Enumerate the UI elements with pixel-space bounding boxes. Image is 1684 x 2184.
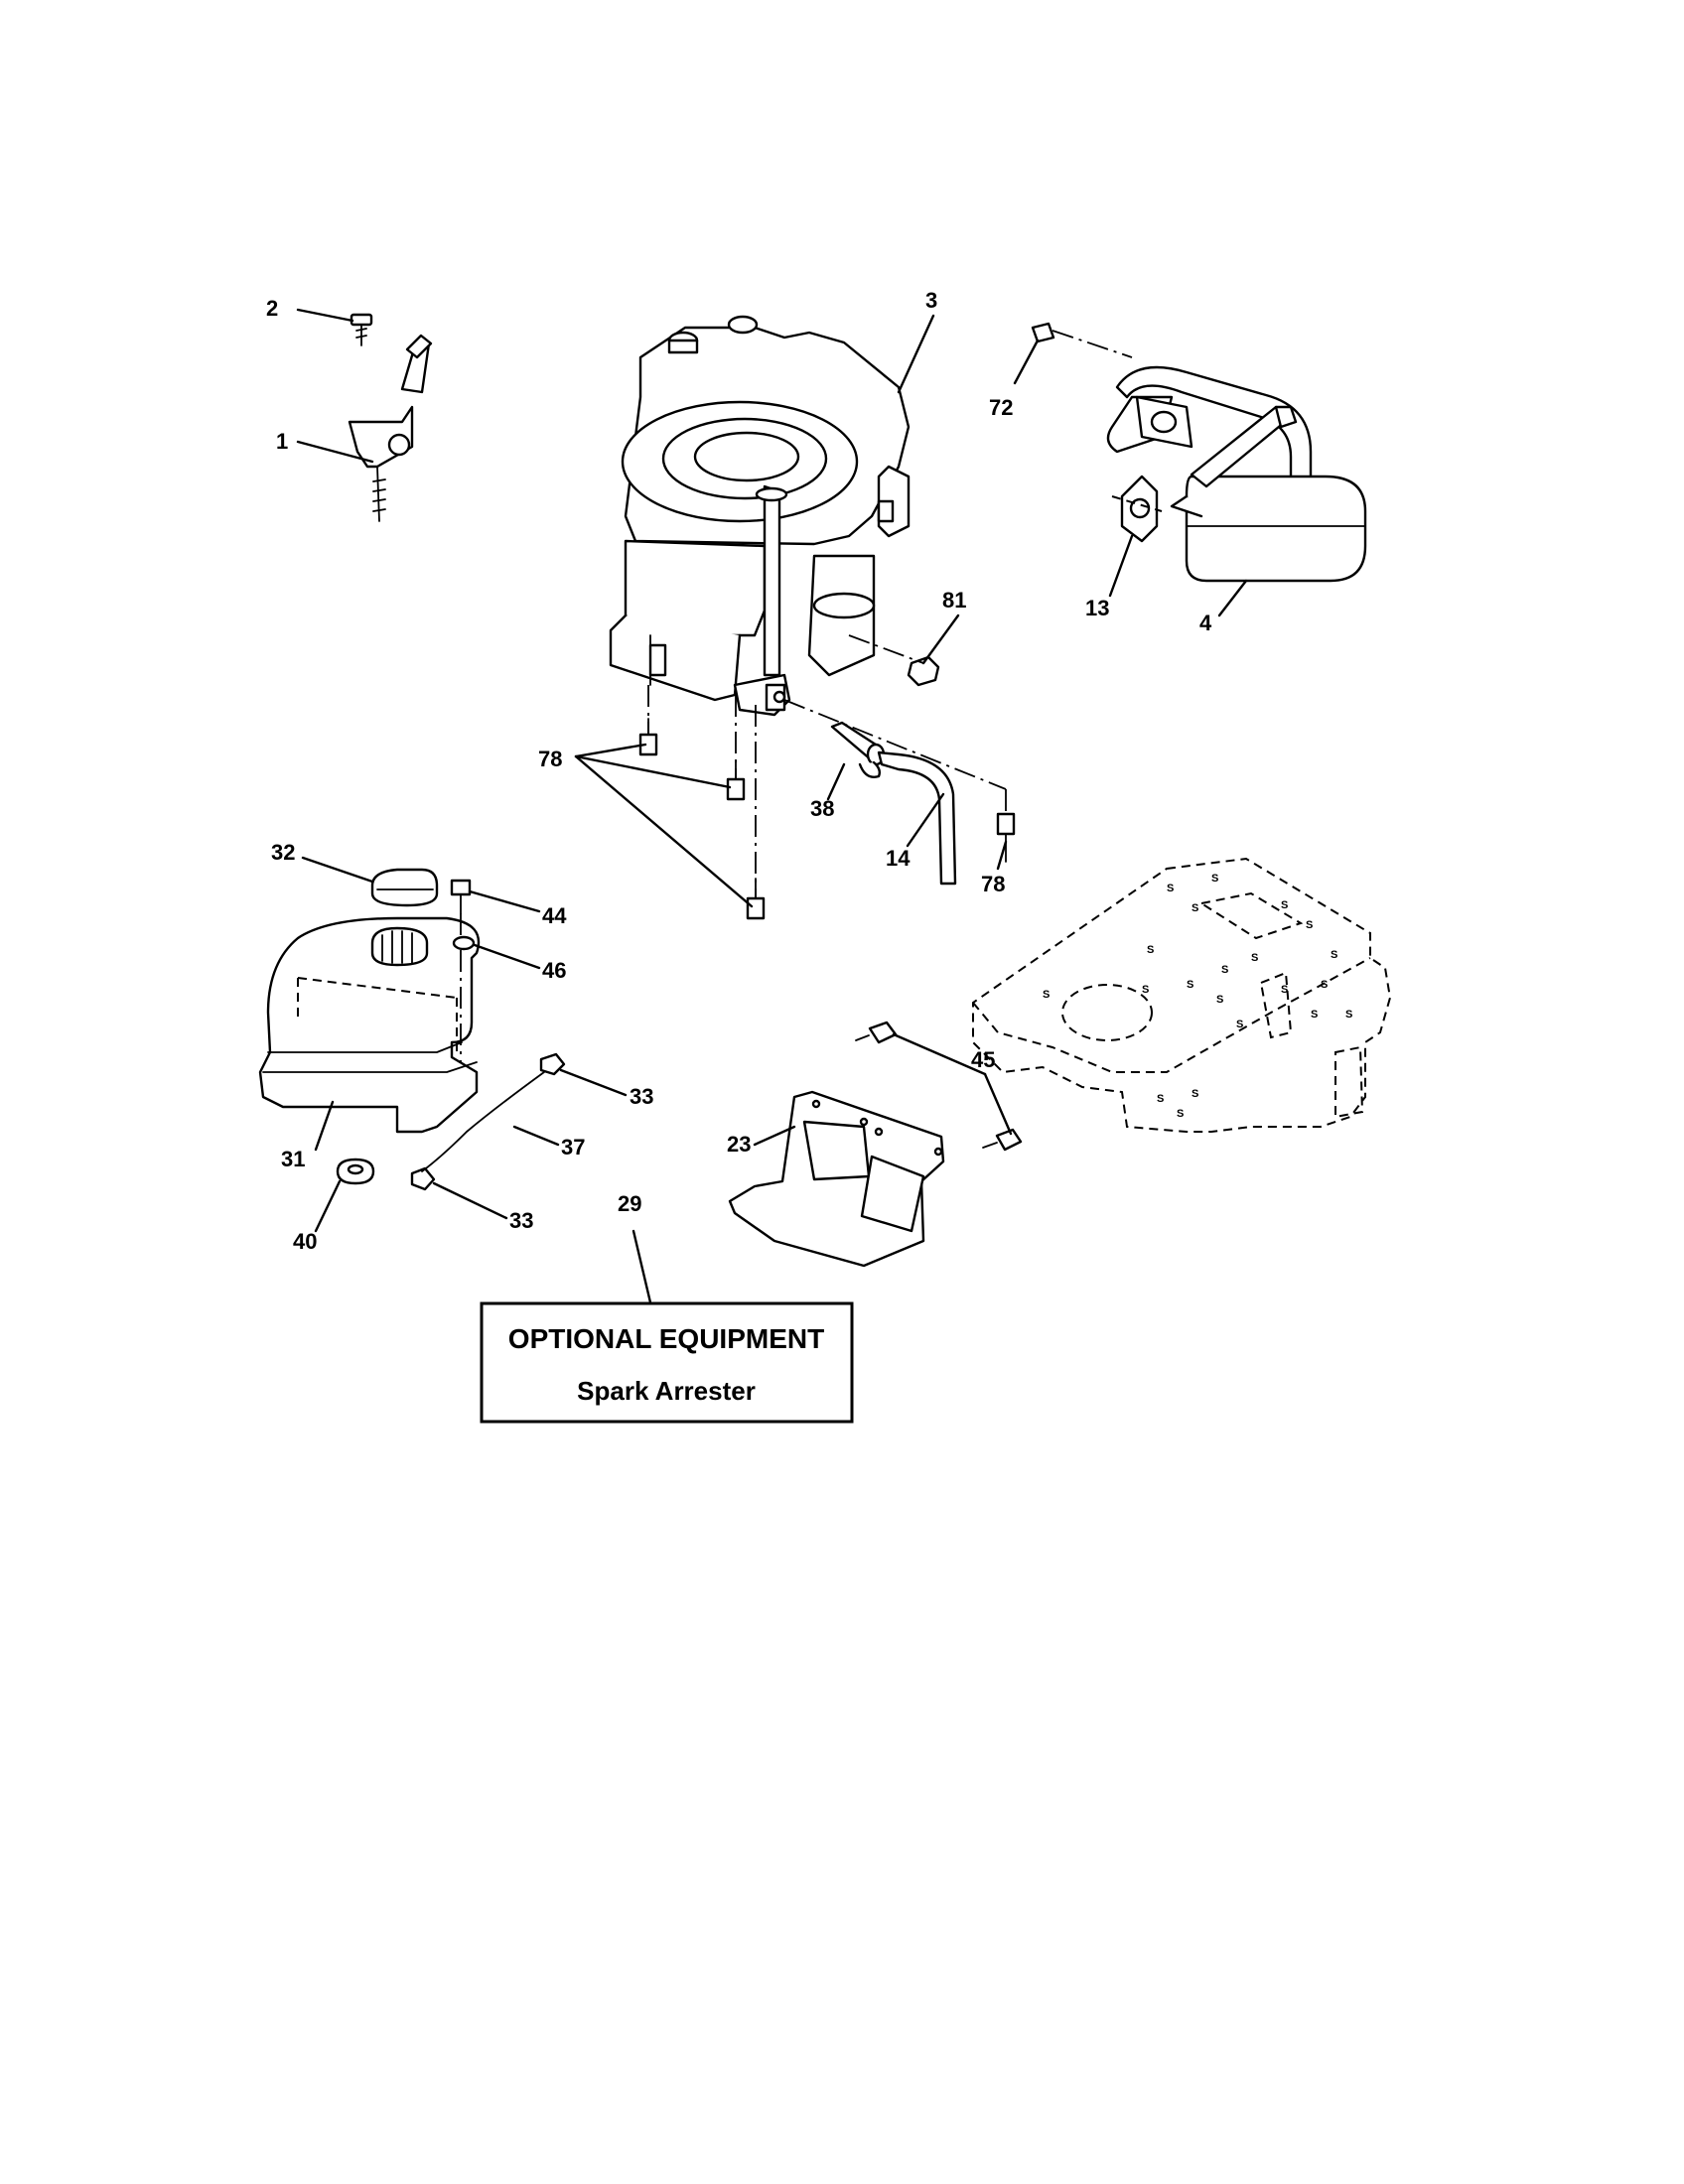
spark-arrester-23 xyxy=(728,1090,945,1268)
svg-text:S: S xyxy=(1281,984,1288,996)
optional-equipment-box: OPTIONAL EQUIPMENT Spark Arrester xyxy=(480,1301,854,1424)
callout-leaders xyxy=(296,308,1248,1304)
svg-text:S: S xyxy=(1306,919,1313,931)
screw-45-b xyxy=(995,1128,1023,1152)
bolt-78-c xyxy=(746,896,766,920)
svg-text:S: S xyxy=(1192,902,1198,914)
bolt-72 xyxy=(1031,322,1055,343)
svg-text:S: S xyxy=(1251,952,1258,964)
callout-40: 40 xyxy=(293,1229,317,1254)
svg-text:S: S xyxy=(1321,979,1328,991)
callout-14: 14 xyxy=(886,846,911,871)
svg-text:S: S xyxy=(1331,949,1337,961)
tractor-frame-reference: S S S S S S S S S S S S S S S S S S S S … xyxy=(972,857,1392,1133)
svg-text:S: S xyxy=(1311,1009,1318,1021)
clamp-33-bottom xyxy=(410,1166,436,1191)
svg-text:S: S xyxy=(1211,873,1218,885)
screw-45-a xyxy=(868,1021,898,1044)
callout-31: 31 xyxy=(281,1147,305,1171)
callout-78-right: 78 xyxy=(981,872,1005,896)
callout-numbers: 2 1 3 72 13 4 81 78 38 14 78 32 44 46 33… xyxy=(266,288,1212,1254)
optional-equipment-subtitle: Spark Arrester xyxy=(577,1376,756,1406)
svg-text:S: S xyxy=(1167,883,1174,894)
engine-part xyxy=(609,315,911,717)
muffler-part xyxy=(1031,322,1367,583)
fuel-line-14 xyxy=(877,751,957,886)
callout-46: 46 xyxy=(542,958,566,983)
engine-bolts-78 xyxy=(638,634,1016,920)
svg-text:S: S xyxy=(1236,1019,1243,1030)
callout-1: 1 xyxy=(276,429,288,454)
callout-81: 81 xyxy=(942,588,966,613)
callout-3: 3 xyxy=(925,288,937,313)
svg-text:S: S xyxy=(1177,1108,1184,1120)
fuel-cap-32 xyxy=(370,868,439,907)
exhaust-pipe xyxy=(1115,365,1313,533)
callout-78-left: 78 xyxy=(538,747,562,771)
svg-text:S: S xyxy=(1216,994,1223,1006)
dipstick-tube xyxy=(763,484,781,677)
washer-46 xyxy=(452,935,476,951)
svg-text:S: S xyxy=(1142,984,1149,996)
fuel-tank-31 xyxy=(258,916,481,1134)
optional-equipment-title: OPTIONAL EQUIPMENT xyxy=(508,1323,824,1354)
callout-23: 23 xyxy=(727,1132,751,1157)
callout-13: 13 xyxy=(1085,596,1109,620)
callout-33-bottom: 33 xyxy=(509,1208,533,1233)
bolt-78-d xyxy=(996,812,1016,836)
callout-37: 37 xyxy=(561,1135,585,1160)
svg-text:S: S xyxy=(1043,989,1050,1001)
callout-72: 72 xyxy=(989,395,1013,420)
svg-text:S: S xyxy=(1221,964,1228,976)
callout-45: 45 xyxy=(971,1047,995,1072)
callout-33-top: 33 xyxy=(630,1084,653,1109)
callout-29: 29 xyxy=(618,1191,641,1216)
muffler-bracket xyxy=(1190,405,1293,488)
callout-4: 4 xyxy=(1199,611,1212,635)
muffler-body xyxy=(1185,475,1367,583)
screw-2-head xyxy=(350,313,373,327)
svg-text:S: S xyxy=(1187,979,1193,991)
bolt-78-b xyxy=(726,777,746,801)
fuel-tank-part xyxy=(258,868,481,1134)
callout-32: 32 xyxy=(271,840,295,865)
callout-44: 44 xyxy=(542,903,567,928)
svg-text:S: S xyxy=(1281,899,1288,911)
callout-2: 2 xyxy=(266,296,278,321)
svg-text:S: S xyxy=(1147,944,1154,956)
fuel-filter-line xyxy=(830,721,957,886)
clamp-33-top xyxy=(539,1052,566,1076)
svg-text:S: S xyxy=(1192,1088,1198,1100)
callout-38: 38 xyxy=(810,796,834,821)
throttle-control-part xyxy=(348,313,433,522)
bolt-44 xyxy=(450,879,472,896)
svg-text:S: S xyxy=(1157,1093,1164,1105)
svg-text:S: S xyxy=(1345,1009,1352,1021)
